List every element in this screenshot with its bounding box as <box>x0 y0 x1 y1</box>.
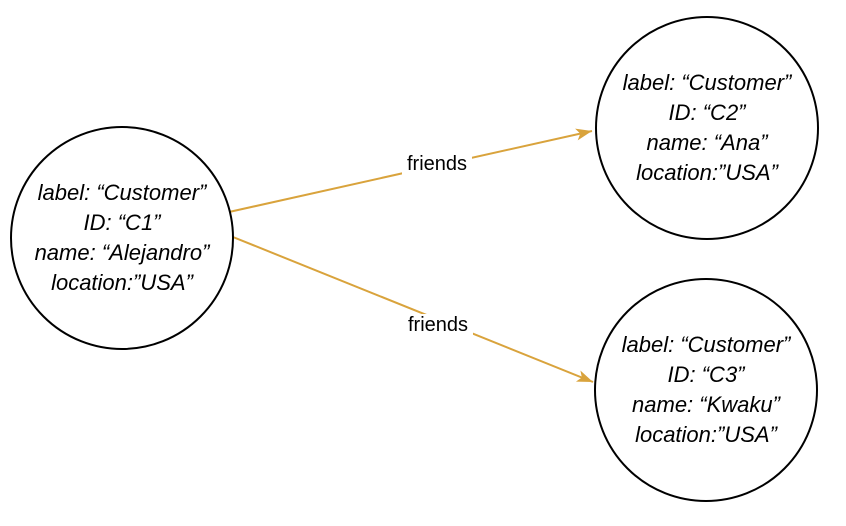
node-c1-properties: label: “Customer” ID: “C1” name: “Alejan… <box>35 178 210 298</box>
edge-c1-c3 <box>227 234 594 383</box>
node-c1-label-property: label: “Customer” <box>37 180 207 205</box>
node-c1-name-property: name: “Alejandro” <box>34 240 210 265</box>
node-customer-c1: label: “Customer” ID: “C1” name: “Alejan… <box>10 126 234 350</box>
node-c1-id-property: ID: “C1” <box>83 210 161 235</box>
node-c2-id-property: ID: “C2” <box>668 100 746 125</box>
node-c3-location-property: location:”USA” <box>635 422 777 447</box>
edge-label-friends-c1-c2: friends <box>401 153 473 175</box>
node-c3-label-property: label: “Customer” <box>621 332 791 357</box>
node-c2-name-property: name: “Ana” <box>646 130 768 155</box>
node-customer-c3: label: “Customer” ID: “C3” name: “Kwaku”… <box>594 278 818 502</box>
node-c1-location-property: location:”USA” <box>51 270 193 295</box>
edge-label-friends-c1-c3: friends <box>402 314 474 336</box>
node-c3-name-property: name: “Kwaku” <box>632 392 780 417</box>
node-c3-id-property: ID: “C3” <box>667 362 745 387</box>
node-c2-properties: label: “Customer” ID: “C2” name: “Ana” l… <box>623 68 792 188</box>
node-c2-location-property: location:”USA” <box>636 160 778 185</box>
node-customer-c2: label: “Customer” ID: “C2” name: “Ana” l… <box>595 16 819 240</box>
node-c3-properties: label: “Customer” ID: “C3” name: “Kwaku”… <box>622 330 791 450</box>
node-c2-label-property: label: “Customer” <box>622 70 792 95</box>
